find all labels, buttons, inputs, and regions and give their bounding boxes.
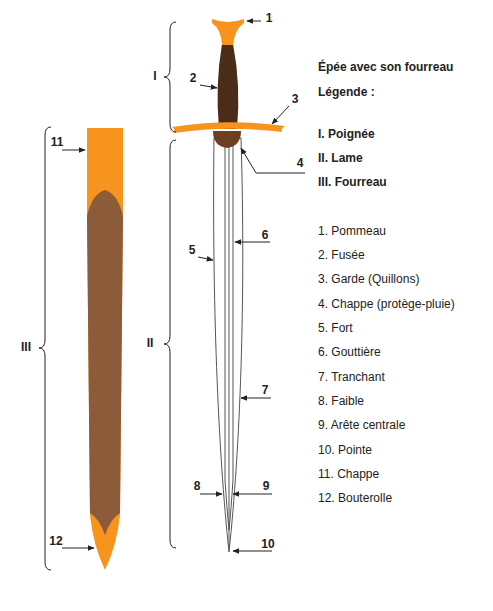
scabbard-metal bbox=[87, 128, 123, 570]
legend-item: 8. Faible bbox=[318, 395, 364, 408]
callout-number: 4 bbox=[297, 157, 304, 170]
brace bbox=[164, 22, 176, 132]
grip bbox=[218, 44, 239, 129]
leader-line bbox=[62, 548, 94, 549]
legend-item: 7. Tranchant bbox=[318, 371, 385, 384]
part-group: III. Fourreau bbox=[318, 176, 387, 189]
legend-item: 11. Chappe bbox=[318, 468, 379, 481]
group-numeral: I bbox=[153, 70, 156, 83]
leader-line bbox=[233, 494, 272, 495]
fuller bbox=[225, 141, 229, 530]
legend-item: 5. Fort bbox=[318, 322, 353, 335]
callout-number: 6 bbox=[262, 229, 269, 242]
callout-number: 7 bbox=[262, 384, 269, 397]
legend-item: 3. Garde (Quillons) bbox=[318, 273, 419, 286]
callout-number: 5 bbox=[189, 244, 196, 257]
callout-number: 2 bbox=[190, 72, 197, 85]
central-ridge bbox=[229, 141, 230, 546]
leader-line bbox=[200, 85, 217, 88]
legend-item: 9. Arête centrale bbox=[318, 419, 405, 432]
leader-line bbox=[247, 21, 261, 22]
leader-line bbox=[272, 106, 289, 124]
brace bbox=[39, 127, 51, 570]
group-numeral: III bbox=[21, 341, 31, 354]
callout-number: 10 bbox=[261, 538, 274, 551]
part-group: I. Poignée bbox=[318, 128, 375, 141]
legend-heading: Légende : bbox=[318, 86, 375, 99]
blade bbox=[214, 138, 243, 552]
callout-number: 1 bbox=[266, 12, 273, 25]
diagram-title: Épée avec son fourreau bbox=[318, 61, 453, 74]
leader-line bbox=[198, 257, 213, 260]
legend-item: 12. Bouterolle bbox=[318, 492, 392, 505]
chappe bbox=[213, 131, 241, 148]
leader-line bbox=[241, 398, 271, 399]
scabbard-body bbox=[87, 190, 123, 535]
brace bbox=[164, 140, 176, 548]
leader-line bbox=[200, 494, 222, 495]
legend-item: 6. Gouttière bbox=[318, 346, 381, 359]
legend-item: 1. Pommeau bbox=[318, 225, 386, 238]
leader-line bbox=[62, 150, 85, 151]
leader-line bbox=[241, 148, 305, 173]
callout-number: 9 bbox=[263, 480, 270, 493]
pommel bbox=[212, 19, 244, 45]
callout-number: 11 bbox=[51, 136, 64, 149]
legend-item: 10. Pointe bbox=[318, 444, 372, 457]
legend-item: 4. Chappe (protège-pluie) bbox=[318, 298, 455, 311]
callout-number: 12 bbox=[49, 535, 62, 548]
part-group: II. Lame bbox=[318, 152, 363, 165]
callout-number: 3 bbox=[292, 93, 299, 106]
callout-number: 8 bbox=[194, 480, 201, 493]
legend-item: 2. Fusée bbox=[318, 249, 365, 262]
fuller bbox=[229, 141, 233, 530]
group-numeral: II bbox=[147, 337, 154, 350]
